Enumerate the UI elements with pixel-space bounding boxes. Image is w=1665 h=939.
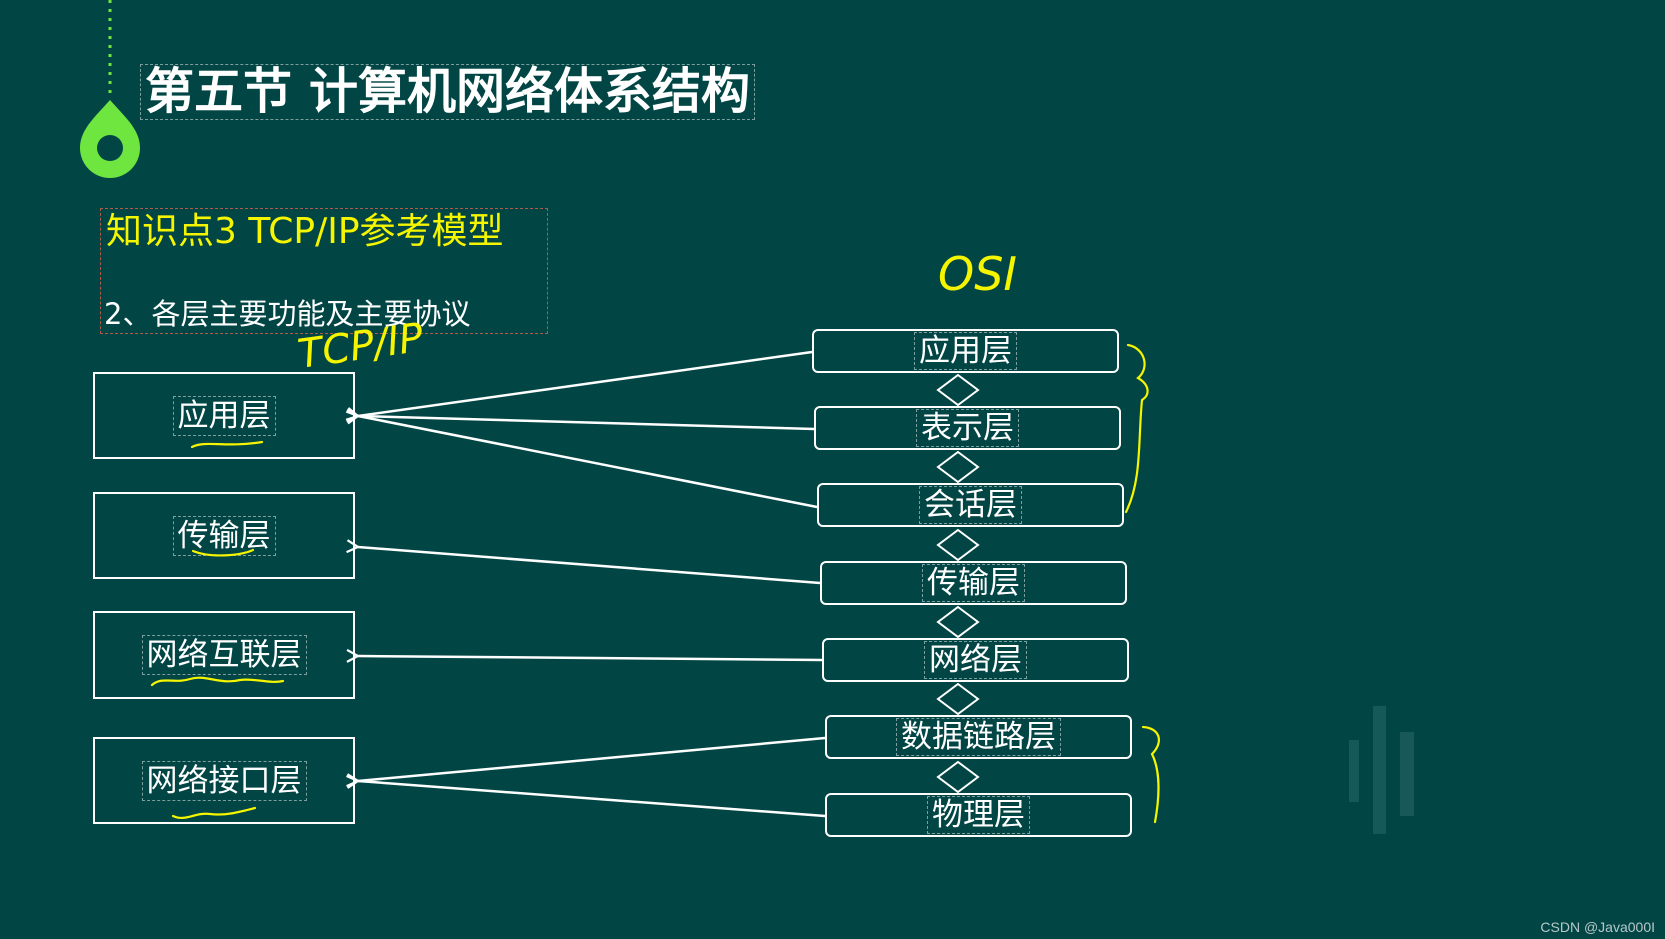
tcpip-layer-label: 网络互联层	[141, 635, 307, 675]
tcpip-layer-transport: 传输层	[93, 492, 355, 579]
osi-layer-network: 网络层	[822, 638, 1129, 682]
tcpip-layer-internet: 网络互联层	[93, 611, 355, 699]
double-arrow-connector	[936, 605, 980, 639]
handwritten-osi-label: OSI	[938, 247, 1017, 301]
arrow-data-link-to-network-interface	[358, 736, 826, 781]
osi-layer-application: 应用层	[812, 329, 1119, 373]
arrow-application-to-application	[358, 350, 813, 416]
handwritten-brace-lower	[1141, 725, 1160, 824]
tcpip-layer-label: 传输层	[172, 515, 276, 556]
double-arrow-connector	[936, 373, 980, 407]
tcpip-layer-label: 应用层	[172, 395, 276, 436]
handwritten-brace-upper	[1124, 343, 1149, 514]
page-title: 第五节 计算机网络体系结构	[140, 64, 756, 120]
handwritten-underline-application	[190, 440, 264, 449]
arrow-network-to-internet	[358, 656, 823, 660]
arrow-transport-to-transport	[358, 547, 821, 585]
osi-layer-label: 会话层	[919, 486, 1022, 524]
osi-layer-presentation: 表示层	[814, 406, 1121, 450]
double-arrow-connector	[936, 528, 980, 562]
handwritten-underline-transport	[191, 548, 255, 557]
osi-layer-transport: 传输层	[820, 561, 1127, 605]
osi-layer-session: 会话层	[817, 483, 1124, 527]
knowledge-point-subtitle: 2、各层主要功能及主要协议	[104, 297, 471, 331]
logo-watermark-icon	[1349, 706, 1414, 834]
arrow-session-to-application	[358, 416, 818, 509]
double-arrow-connector	[936, 760, 980, 794]
tcpip-layer-network-interface: 网络接口层	[93, 737, 355, 824]
knowledge-point-frame	[100, 208, 548, 334]
handwritten-tcpip-label: TCP/IP	[295, 315, 427, 378]
knowledge-point-title: 知识点3 TCP/IP参考模型	[106, 211, 504, 252]
osi-layer-label: 应用层	[914, 332, 1017, 370]
osi-layer-label: 网络层	[924, 641, 1027, 679]
osi-layer-label: 物理层	[927, 796, 1030, 834]
arrow-presentation-to-application	[358, 416, 815, 431]
osi-layer-data-link: 数据链路层	[825, 715, 1132, 759]
osi-layer-label: 传输层	[922, 564, 1025, 602]
arrow-physical-to-network-interface	[358, 781, 826, 818]
tcpip-layer-application: 应用层	[93, 372, 355, 459]
handwritten-underline-network-interface	[171, 806, 257, 820]
pin-hole	[97, 135, 123, 161]
double-arrow-connector	[936, 450, 980, 484]
osi-layer-physical: 物理层	[825, 793, 1132, 837]
watermark-text: CSDN @Java000I	[1540, 919, 1655, 935]
osi-layer-label: 数据链路层	[896, 718, 1061, 756]
osi-layer-label: 表示层	[916, 409, 1019, 447]
double-arrow-connector	[936, 682, 980, 716]
handwritten-underline-internet	[150, 676, 285, 687]
tcpip-layer-label: 网络接口层	[141, 760, 307, 801]
